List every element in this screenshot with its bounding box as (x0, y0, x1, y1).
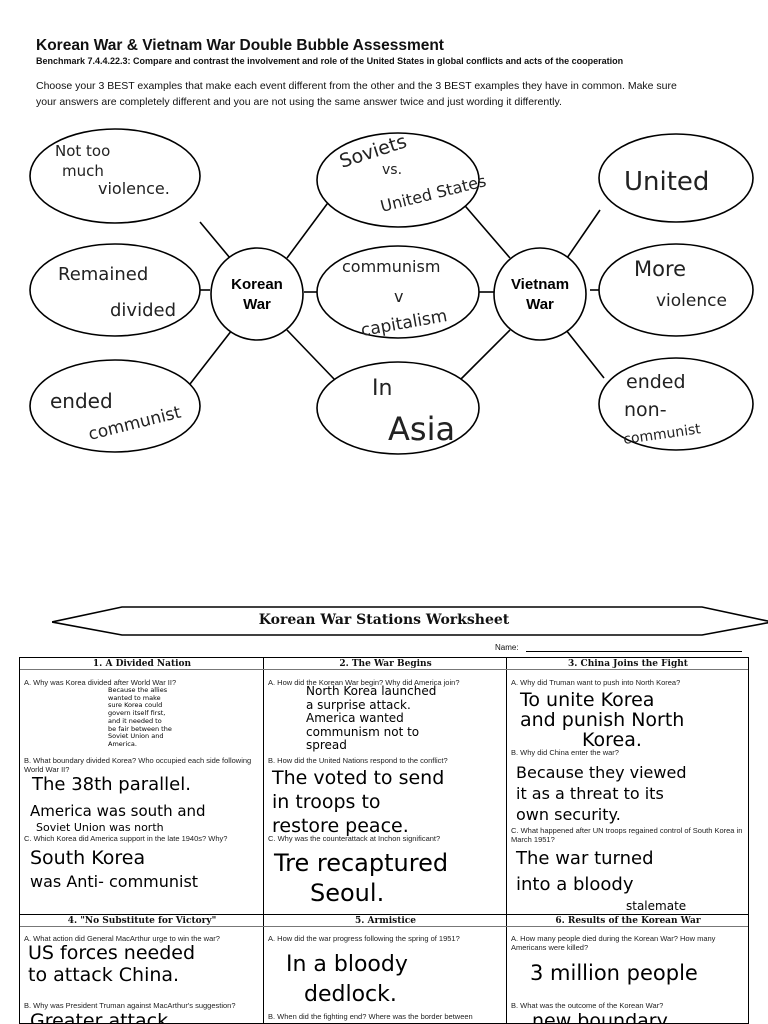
answer-1c-line-2: was Anti- communist (30, 872, 199, 891)
station-header-5: 5. Armistice (354, 916, 417, 926)
question-2b: B. How did the United Nations respond to… (268, 756, 448, 765)
center-korean-label-1: Korean (231, 276, 283, 293)
question-2a: A. How did the Korean War begin? Why did… (268, 678, 460, 687)
question-4a: A. What action did General MacArthur urg… (24, 934, 220, 943)
center-vietnam-war (493, 247, 587, 341)
handwritten-answer: Asia (388, 410, 455, 448)
handwritten-answer: vs. (382, 162, 402, 178)
instructions-line-2: your answers are completely different an… (36, 96, 562, 108)
instructions-line-1: Choose your 3 BEST examples that make ea… (36, 80, 677, 92)
header-divider-bottom (20, 926, 748, 927)
question-5b: B. When did the fighting end? Where was … (268, 1012, 473, 1021)
bubble-korean-2 (29, 243, 201, 337)
question-3c: C. What happened after UN troops regaine… (511, 826, 745, 844)
bubble-vietnam-3 (598, 357, 754, 451)
connector-lines (189, 199, 605, 385)
question-1a: A. Why was Korea divided after World War… (24, 678, 177, 687)
answer-1c-line-1: South Korea (30, 847, 146, 869)
handwritten-answer: ended (50, 389, 113, 413)
handwritten-answer: Not too (55, 142, 110, 160)
bubble-vietnam-1 (598, 133, 754, 223)
question-1b: B. What boundary divided Korea? Who occu… (24, 756, 252, 774)
station-header-3: 3. China Joins the Fight (568, 659, 688, 669)
answer-3c-line-3: stalemate (626, 899, 687, 913)
bubble-common-3 (316, 361, 480, 455)
center-vietnam-label-1: Vietnam (511, 276, 569, 293)
bubble-common-2 (316, 245, 480, 339)
question-6a: A. How many people died during the Korea… (511, 934, 716, 952)
center-korean-war (210, 247, 304, 341)
bubble-common-1 (316, 132, 480, 228)
handwritten-answer: much (62, 162, 104, 180)
station-header-6: 6. Results of the Korean War (555, 916, 701, 926)
center-korean-label-2: War (243, 296, 271, 313)
answer-1b-line-1: The 38th parallel. (32, 774, 191, 795)
handwritten-answer: communism (342, 257, 440, 276)
question-3b: B. Why did China enter the war? (511, 748, 619, 757)
name-line (526, 651, 742, 652)
handwritten-answer: ended (626, 371, 686, 393)
header-divider-top (20, 669, 748, 670)
question-6b: B. What was the outcome of the Korean Wa… (511, 1001, 664, 1010)
center-vietnam-label-2: War (526, 296, 554, 313)
handwritten-answer: v (394, 287, 403, 306)
grid-column-1 (20, 658, 264, 1023)
handwritten-answer: violence. (98, 179, 170, 198)
station-header-4: 4. "No Substitute for Victory" (67, 916, 217, 926)
benchmark-text: Benchmark 7.4.4.22.3: Compare and contra… (36, 56, 624, 66)
handwritten-answer: Remained (58, 264, 148, 285)
question-3a: A. Why did Truman want to push into Nort… (511, 678, 681, 687)
question-2c: C. Why was the counterattack at Inchon s… (268, 834, 441, 843)
bubble-korean-1 (29, 128, 201, 224)
bubble-vietnam-2 (598, 243, 754, 337)
handwritten-answer: violence (656, 291, 727, 311)
bubble-korean-3 (29, 359, 201, 453)
station-header-2: 2. The War Begins (339, 659, 432, 669)
stations-grid: 1. A Divided Nation 2. The War Begins 3.… (19, 657, 749, 1024)
answer-4b: Greater attack (30, 1012, 169, 1024)
question-4b: B. Why was President Truman against MacA… (24, 1001, 236, 1010)
grid-row-divider (20, 914, 748, 915)
double-bubble-diagram: Korean War Vietnam War Not too much viol… (29, 128, 754, 455)
handwritten-answer: In (372, 376, 392, 401)
handwritten-answer: divided (110, 300, 176, 321)
answer-1b-line-3: Soviet Union was north (36, 821, 164, 834)
handwritten-answer: United (624, 167, 709, 197)
question-1c: C. Which Korea did America support in th… (24, 834, 262, 843)
page-title: Korean War & Vietnam War Double Bubble A… (36, 37, 444, 54)
answer-6a: 3 million people (530, 961, 698, 985)
question-5a: A. How did the war progress following th… (268, 934, 460, 943)
answer-1b-line-2: America was south and (30, 802, 206, 820)
handwritten-answer: non- (624, 399, 667, 421)
worksheet-banner (52, 606, 768, 636)
name-label: Name: (495, 643, 519, 652)
answer-6b: new boundary (532, 1012, 668, 1024)
handwritten-answer: More (634, 257, 686, 281)
worksheet-title: Korean War Stations Worksheet (258, 612, 510, 628)
grid-column-2 (264, 658, 507, 1023)
station-header-1: 1. A Divided Nation (92, 659, 192, 669)
